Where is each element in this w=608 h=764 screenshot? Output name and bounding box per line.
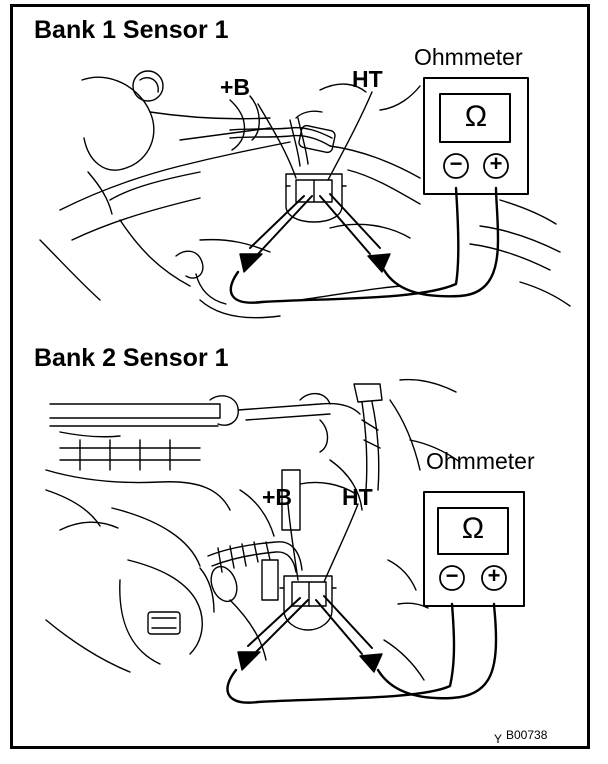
ohmmeter-bank2 <box>423 491 525 607</box>
corner-mark: Y <box>494 732 503 746</box>
positive-terminal-icon: + <box>489 151 503 176</box>
engine-sketch-bank2 <box>45 378 498 704</box>
terminal-ht-label-bank2: HT <box>342 484 373 510</box>
ohm-icon: Ω <box>461 512 485 545</box>
figure-code: B00738 <box>506 728 548 742</box>
terminal-b-label-bank2: +B <box>262 484 293 510</box>
ohmmeter-label-bank2: Ohmmeter <box>426 448 535 474</box>
panel-title-bank2: Bank 2 Sensor 1 <box>34 344 229 372</box>
panel-title-bank1: Bank 1 Sensor 1 <box>34 16 229 44</box>
ohmmeter-bank1 <box>423 77 529 195</box>
engine-sketch-bank1 <box>39 70 571 319</box>
negative-terminal-icon: − <box>445 563 459 588</box>
positive-terminal-icon: + <box>487 563 501 588</box>
terminal-b-label-bank1: +B <box>220 74 251 100</box>
ohm-icon: Ω <box>464 100 488 133</box>
ohmmeter-label-bank1: Ohmmeter <box>414 44 523 70</box>
negative-terminal-icon: − <box>449 151 463 176</box>
terminal-ht-label-bank1: HT <box>352 66 383 92</box>
